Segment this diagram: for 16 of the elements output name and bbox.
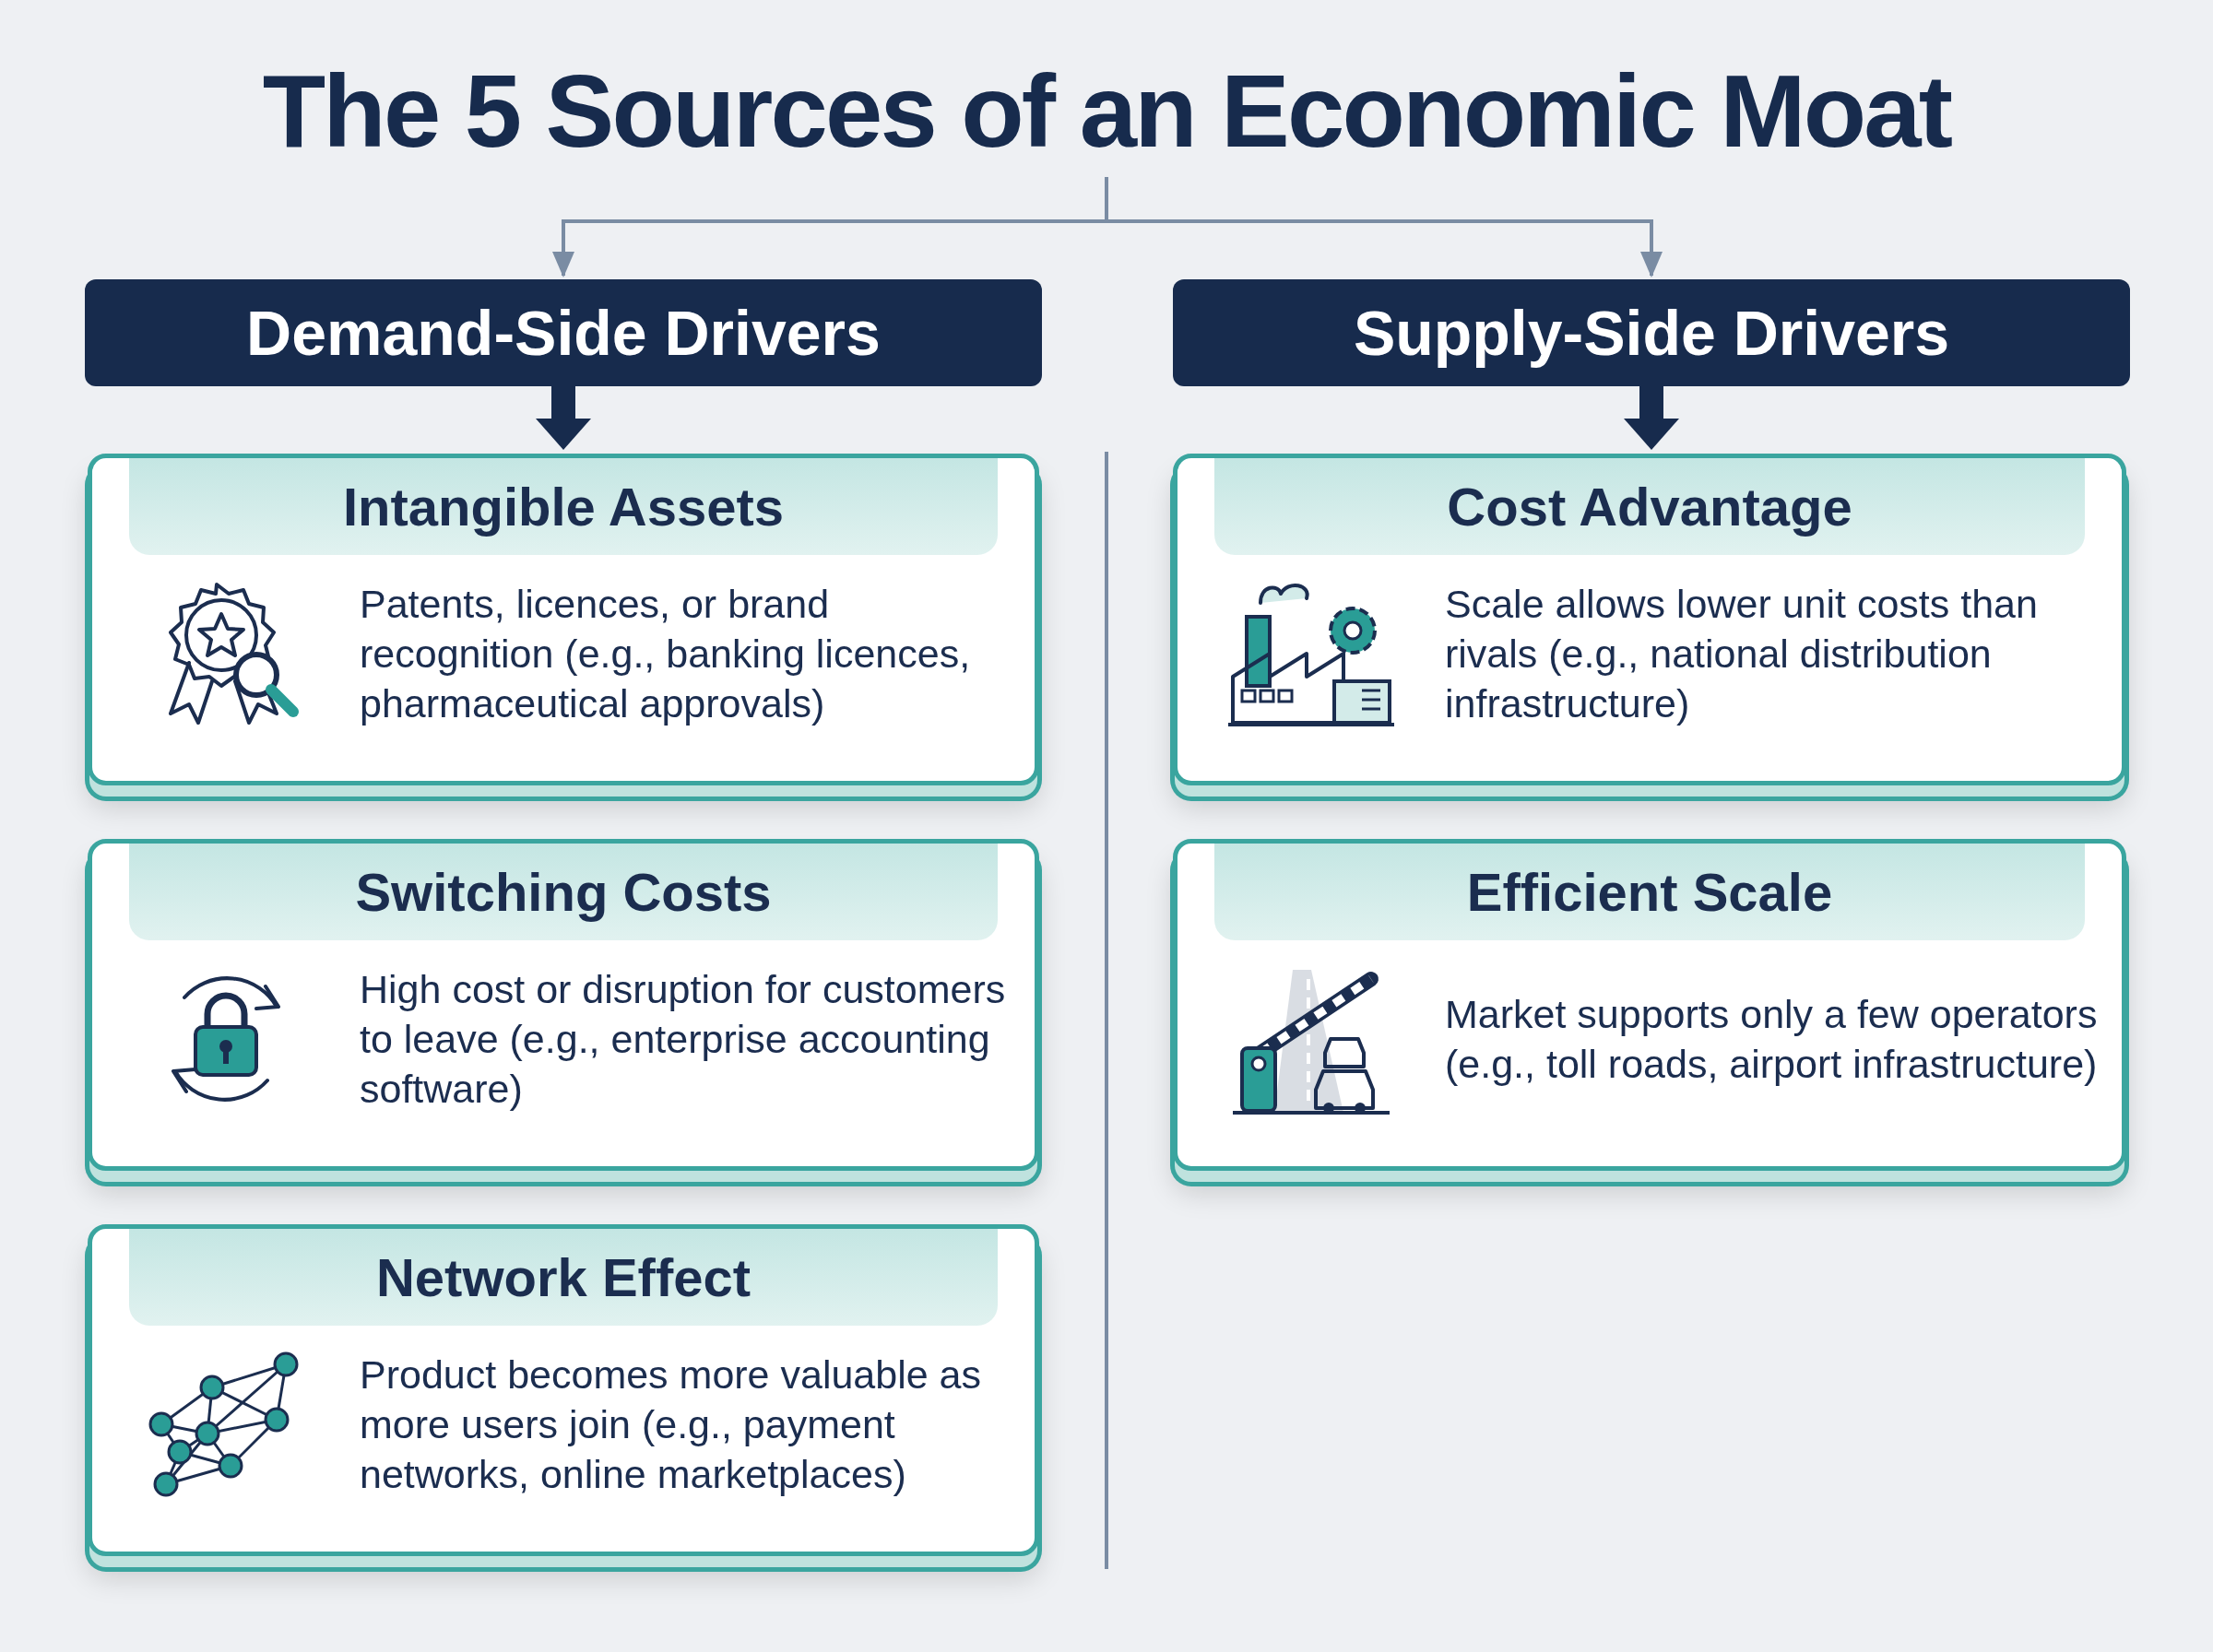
card-heading: Switching Costs [129,844,998,940]
card-description: Product becomes more valuable as more users join (e.g., payment networks, online marketplaces) [360,1351,983,1498]
card-description: Patents, licences, or brand recognition (e.g., banking licences, pharmaceutical approvals) [360,581,972,727]
card-heading: Network Effect [129,1229,998,1326]
card-heading: Efficient Scale [1214,844,2085,940]
card-description: High cost or disruption for customers to leave (e.g., enterprise accounting software) [360,966,1007,1113]
card-description: Market supports only a few operators (e.g., toll roads, airport infrastructure) [1445,991,2099,1088]
title: The 5 Sources of an Economic Moat [184,46,2029,177]
card-heading: Intangible Assets [129,458,998,555]
card-description: Scale allows lower unit costs than rivals (e.g., national distribution infrastructure) [1445,581,2039,727]
section-header: Supply-Side Drivers [1173,279,2130,386]
section-header: Demand-Side Drivers [85,279,1042,386]
connector-arrow [1105,177,1663,277]
down-arrow [536,386,591,450]
down-arrow [1624,386,1679,450]
card-heading: Cost Advantage [1214,458,2085,555]
